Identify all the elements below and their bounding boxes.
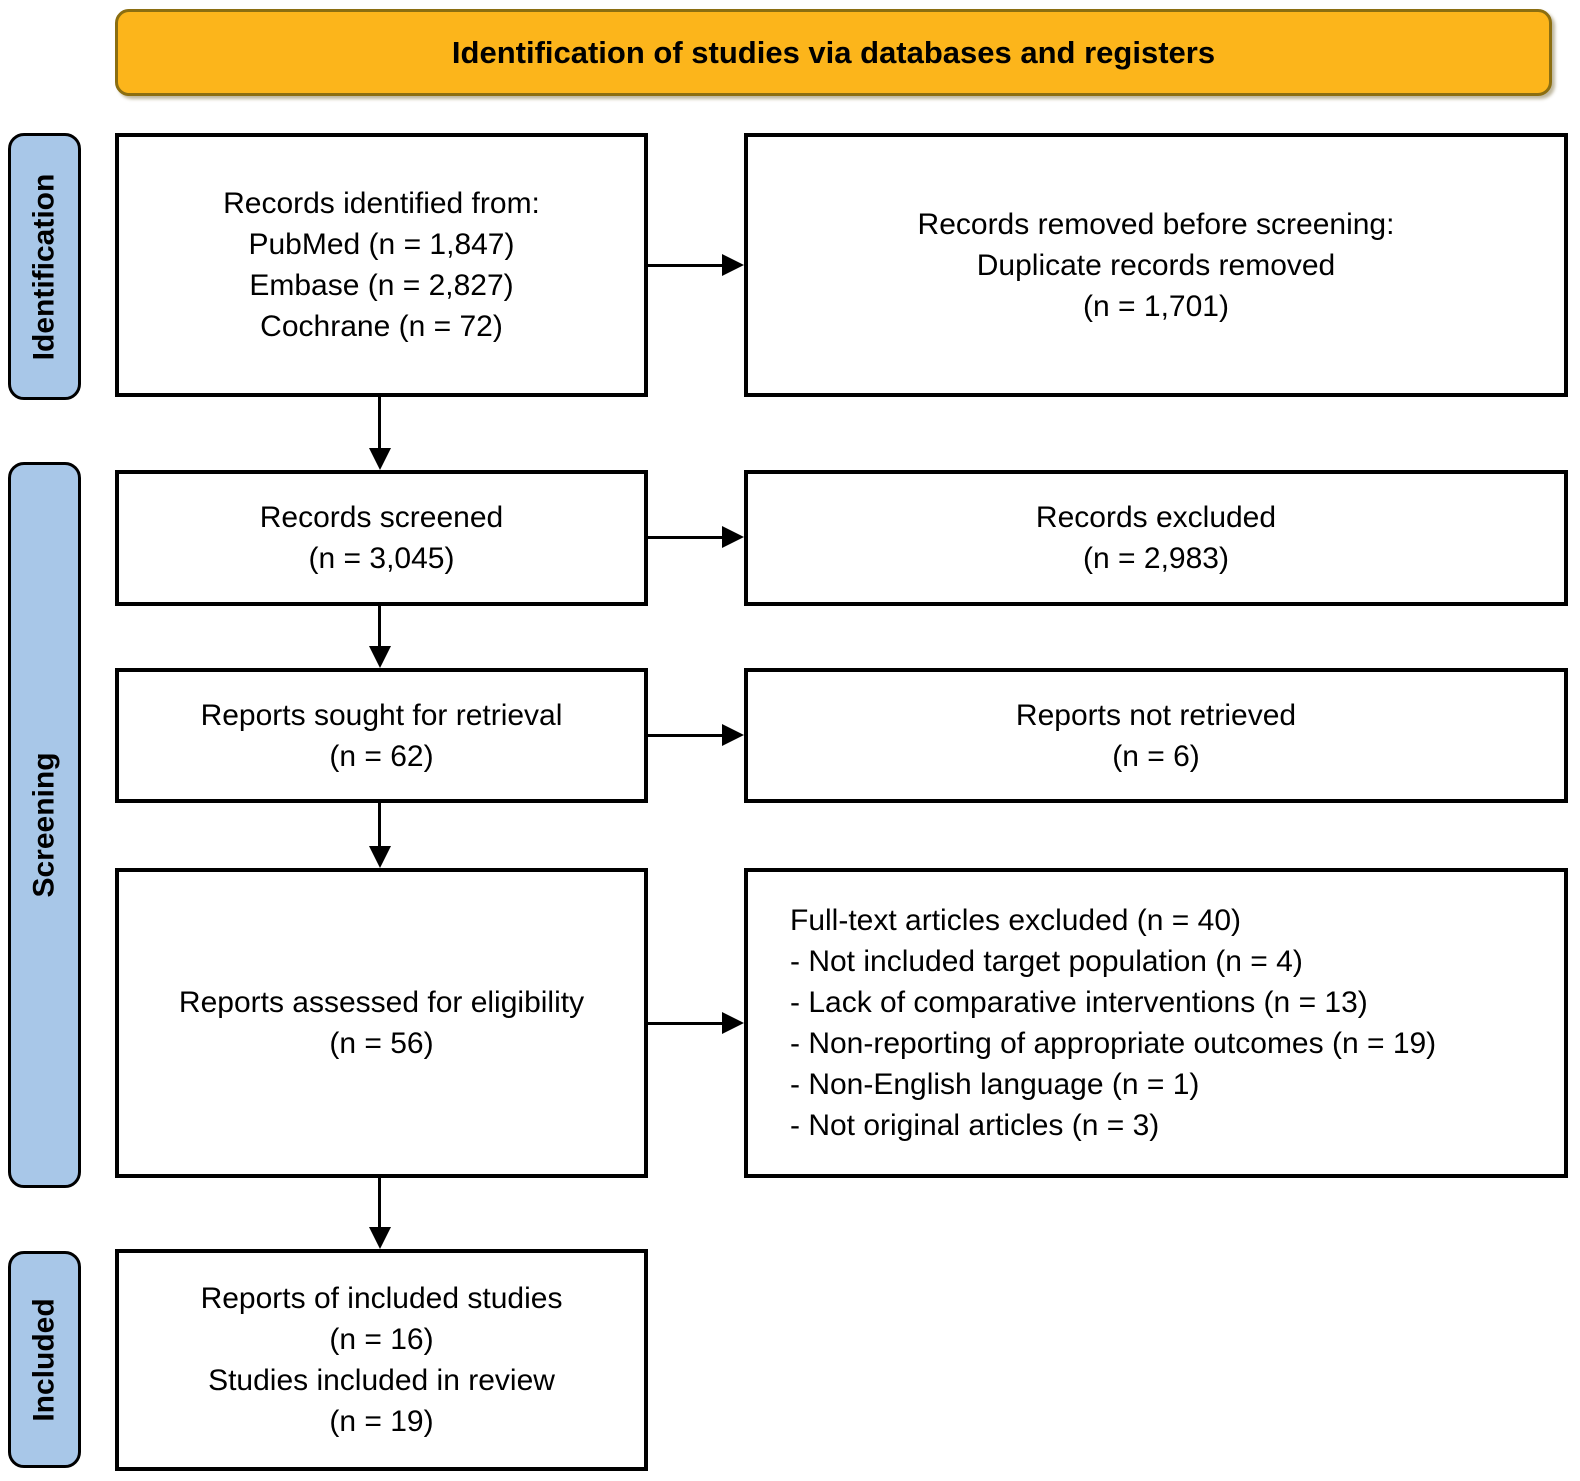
- arrow-assessed-to-included-shaft: [378, 1178, 381, 1228]
- arrow-assessed-to-fulltextexcluded-shaft: [648, 1022, 724, 1025]
- box-text-line: (n = 6): [1112, 739, 1200, 773]
- stage-bar-included: Included: [8, 1251, 81, 1468]
- box-text-line: Records removed before screening:: [917, 207, 1395, 241]
- box-text-line: (n = 56): [329, 1027, 434, 1060]
- stage-label-identification: Identification: [27, 173, 61, 360]
- arrow-sought-to-notretrieved-head: [722, 724, 744, 746]
- stage-bar-identification: Identification: [8, 133, 81, 400]
- arrow-screened-to-excluded-shaft: [648, 536, 724, 539]
- arrow-sought-to-notretrieved-shaft: [648, 734, 724, 737]
- box-text-line: - Non-reporting of appropriate outcomes …: [790, 1027, 1437, 1060]
- box-text-line: - Not original articles (n = 3): [790, 1109, 1160, 1142]
- box-records-excluded: Records excluded (n = 2,983): [744, 470, 1568, 606]
- box-text-line: Records screened: [259, 501, 504, 534]
- arrow-assessed-to-fulltextexcluded-head: [722, 1012, 744, 1034]
- box-text-line: (n = 19): [329, 1405, 434, 1438]
- box-included-studies: Reports of included studies (n = 16) Stu…: [115, 1249, 648, 1471]
- arrow-screened-to-sought-shaft: [378, 606, 381, 648]
- stage-label-screening: Screening: [27, 752, 61, 898]
- box-text-line: Reports assessed for eligibility: [178, 986, 585, 1019]
- stage-label-included: Included: [27, 1297, 61, 1422]
- box-text-line: PubMed (n = 1,847): [248, 228, 515, 261]
- box-text-line: Records identified from:: [223, 187, 540, 220]
- box-reports-not-retrieved: Reports not retrieved (n = 6): [744, 668, 1568, 803]
- banner-identification-of-studies: Identification of studies via databases …: [115, 9, 1552, 96]
- box-text-line: Cochrane (n = 72): [260, 310, 503, 343]
- box-text-line: Reports of included studies: [200, 1282, 563, 1315]
- box-text-line: - Non-English language (n = 1): [790, 1068, 1200, 1101]
- box-text-line: Studies included in review: [208, 1364, 555, 1397]
- box-text-line: (n = 62): [329, 739, 434, 773]
- box-text-line: - Not included target population (n = 4): [790, 945, 1303, 978]
- arrow-screened-to-excluded-head: [722, 526, 744, 548]
- box-text-line: Embase (n = 2,827): [249, 269, 514, 302]
- box-reports-sought: Reports sought for retrieval (n = 62): [115, 668, 648, 803]
- box-text-line: (n = 16): [329, 1323, 434, 1356]
- box-text-line: - Lack of comparative interventions (n =…: [790, 986, 1368, 1019]
- arrow-identified-to-screened-shaft: [378, 397, 381, 450]
- box-records-removed: Records removed before screening: Duplic…: [744, 133, 1568, 397]
- arrow-sought-to-assessed-head: [369, 846, 391, 868]
- box-text-line: Records excluded: [1035, 501, 1277, 534]
- box-reports-assessed: Reports assessed for eligibility (n = 56…: [115, 868, 648, 1178]
- arrow-identified-to-screened-head: [369, 448, 391, 470]
- box-text-line: Duplicate records removed: [976, 248, 1336, 282]
- arrow-assessed-to-included-head: [369, 1227, 391, 1249]
- arrow-identified-to-removed-shaft: [648, 264, 724, 267]
- box-text-line: Full-text articles excluded (n = 40): [790, 904, 1242, 937]
- stage-bar-screening: Screening: [8, 462, 81, 1188]
- box-text-line: (n = 1,701): [1083, 289, 1229, 323]
- arrow-sought-to-assessed-shaft: [378, 803, 381, 848]
- arrow-identified-to-removed-head: [722, 254, 744, 276]
- box-text-line: (n = 3,045): [308, 542, 455, 575]
- box-text-line: (n = 2,983): [1083, 542, 1229, 575]
- box-fulltext-excluded: Full-text articles excluded (n = 40) - N…: [744, 868, 1568, 1178]
- banner-title: Identification of studies via databases …: [451, 34, 1216, 70]
- box-text-line: Reports not retrieved: [1015, 698, 1297, 732]
- box-records-identified: Records identified from: PubMed (n = 1,8…: [115, 133, 648, 397]
- arrow-screened-to-sought-head: [369, 646, 391, 668]
- box-records-screened: Records screened (n = 3,045): [115, 470, 648, 606]
- box-text-line: Reports sought for retrieval: [200, 698, 563, 732]
